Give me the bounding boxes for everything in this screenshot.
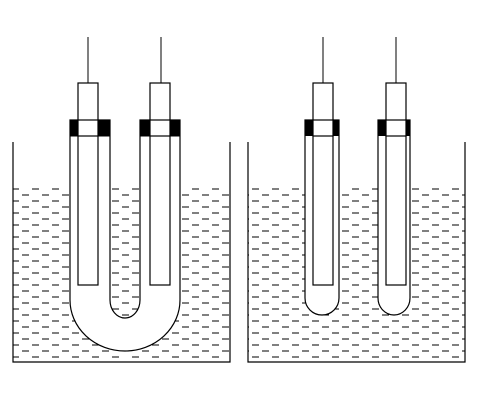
left-beaker bbox=[12, 142, 231, 363]
left-electrode-2 bbox=[149, 82, 171, 286]
right-electrode-2 bbox=[385, 82, 407, 286]
right-apparatus bbox=[247, 37, 466, 363]
right-beaker bbox=[247, 142, 466, 363]
right-liquid bbox=[248, 185, 465, 362]
left-electrode-1 bbox=[77, 82, 99, 286]
right-electrode-1 bbox=[312, 82, 334, 286]
left-apparatus bbox=[12, 37, 231, 363]
